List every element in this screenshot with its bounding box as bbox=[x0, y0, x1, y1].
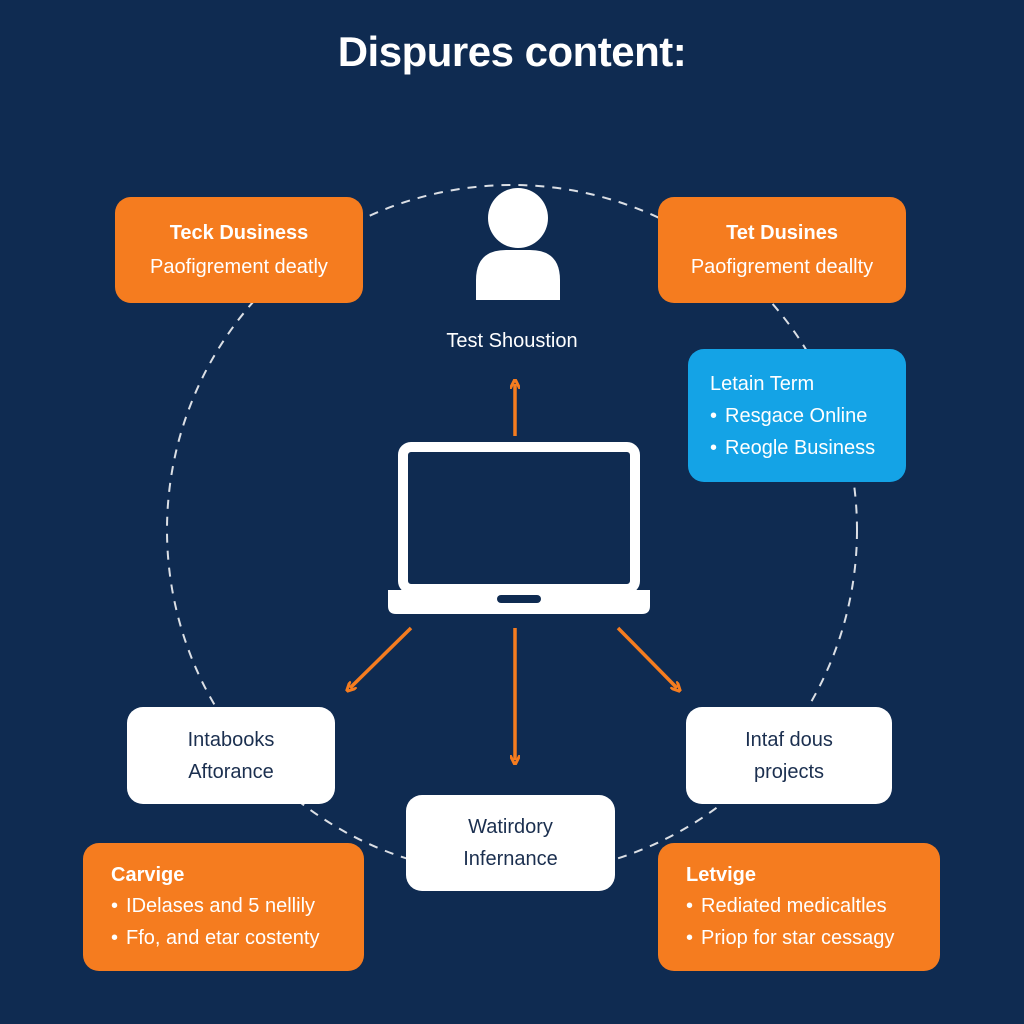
box-right-blue[interactable]: Letain Term Resgace Online Reogle Busine… bbox=[688, 349, 906, 482]
box-bottom-left-list: IDelases and 5 nellily Ffo, and etar cos… bbox=[111, 890, 364, 954]
box-top-left[interactable]: Teck Dusiness Paofigrement deatly bbox=[115, 197, 363, 303]
box-bottom-center-line2: Infernance bbox=[463, 848, 558, 870]
list-item: IDelases and 5 nellily bbox=[111, 890, 364, 922]
box-bottom-center[interactable]: Watirdory Infernance bbox=[406, 795, 615, 891]
box-top-right[interactable]: Tet Dusines Paofigrement deallty bbox=[658, 197, 906, 303]
list-item: Reogle Business bbox=[710, 432, 906, 464]
box-mid-left-line1: Intabooks bbox=[187, 728, 275, 751]
box-mid-left-line2: Aftorance bbox=[188, 760, 274, 783]
box-top-right-head: Tet Dusines bbox=[726, 222, 838, 244]
box-bottom-left[interactable]: Carvige IDelases and 5 nellily Ffo, and … bbox=[83, 843, 364, 971]
laptop-icon bbox=[388, 442, 650, 614]
person-label: Test Shoustion bbox=[446, 330, 578, 352]
box-top-right-line: Paofigrement deallty bbox=[690, 256, 874, 278]
list-item: Ffo, and etar costenty bbox=[111, 922, 364, 954]
box-bottom-left-head: Carvige bbox=[111, 864, 185, 886]
box-right-blue-head: Letain Term bbox=[710, 372, 815, 395]
box-mid-right-line1: Intaf dous bbox=[745, 728, 833, 751]
dashed-cycle-ring bbox=[166, 184, 858, 876]
list-item: Priop for star cessagy bbox=[686, 922, 940, 954]
box-bottom-right-list: Rediated medicaltles Priop for star cess… bbox=[686, 890, 940, 954]
box-right-blue-list: Resgace Online Reogle Business bbox=[710, 400, 906, 464]
arrow-down-left bbox=[350, 626, 413, 688]
arrow-down-right bbox=[616, 626, 677, 688]
page-title: Dispures content: bbox=[337, 28, 687, 75]
list-item: Rediated medicaltles bbox=[686, 890, 940, 922]
person-icon bbox=[476, 188, 560, 300]
box-mid-right[interactable]: Intaf dous projects bbox=[686, 707, 892, 804]
list-item: Resgace Online bbox=[710, 400, 906, 432]
box-mid-right-line2: projects bbox=[753, 760, 825, 783]
box-bottom-right[interactable]: Letvige Rediated medicaltles Priop for s… bbox=[658, 843, 940, 971]
box-top-left-line: Paofigrement deatly bbox=[150, 256, 328, 278]
box-bottom-center-line1: Watirdory bbox=[468, 816, 553, 838]
box-bottom-right-head: Letvige bbox=[686, 864, 757, 886]
box-top-left-head: Teck Dusiness bbox=[169, 222, 309, 244]
box-mid-left[interactable]: Intabooks Aftorance bbox=[127, 707, 335, 804]
